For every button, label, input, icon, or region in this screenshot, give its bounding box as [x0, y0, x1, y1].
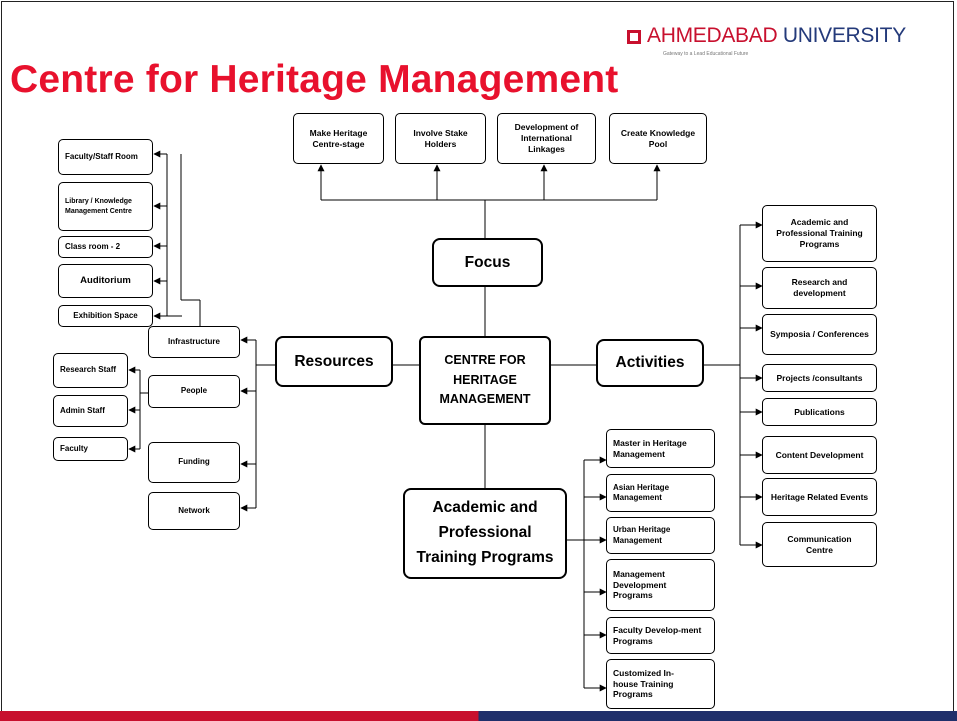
activity-4: Projects /consultants	[762, 364, 877, 392]
program-2: Asian Heritage Management	[606, 474, 715, 512]
logo-text: AHMEDABAD UNIVERSITY	[647, 24, 906, 48]
resource-network: Network	[148, 492, 240, 530]
program-4-label: Management Development Programs	[613, 568, 667, 601]
program-5: Faculty Develop-ment Programs	[606, 617, 715, 654]
focus-item-3-label: Development of International Linkages	[514, 122, 579, 154]
program-1: Master in Heritage Management	[606, 429, 715, 468]
activity-5-label: Publications	[794, 406, 845, 417]
infra-exhibition-space: Exhibition Space	[58, 305, 153, 327]
infra-item-1-label: Faculty/Staff Room	[65, 151, 138, 161]
people-item-3-label: Faculty	[60, 443, 89, 453]
infra-item-3-label: Class room - 2	[65, 241, 121, 251]
program-3: Urban Heritage Management	[606, 517, 715, 554]
infra-item-5-label: Exhibition Space	[73, 310, 138, 320]
infra-faculty-staff-room: Faculty/Staff Room	[58, 139, 153, 175]
program-6-label: Customized In-house Training Programs	[613, 667, 674, 700]
infra-library: Library / Knowledge Management Centre	[58, 182, 153, 231]
logo-word-2: UNIVERSITY	[782, 24, 906, 47]
focus-item-4-label: Create Knowledge Pool	[620, 127, 696, 149]
program-4: Management Development Programs	[606, 559, 715, 611]
focus-item-1: Make Heritage Centre-stage	[293, 113, 384, 164]
activity-7: Heritage Related Events	[762, 478, 877, 516]
infra-item-2-label: Library / Knowledge Management Centre	[65, 198, 132, 215]
resource-infrastructure: Infrastructure	[148, 326, 240, 358]
people-admin-staff: Admin Staff	[53, 395, 128, 427]
resource-network-label: Network	[178, 505, 210, 515]
activity-3: Symposia / Conferences	[762, 314, 877, 355]
activity-4-label: Projects /consultants	[776, 372, 863, 383]
resource-infrastructure-label: Infrastructure	[167, 336, 220, 346]
activity-6: Content Development	[762, 436, 877, 474]
center-node: CENTRE FOR HERITAGE MANAGEMENT	[419, 336, 551, 425]
activity-2-label: Research and development	[791, 277, 848, 298]
activity-1: Academic and Professional Training Progr…	[762, 205, 877, 262]
university-logo: AHMEDABAD UNIVERSITY Gateway to a Lead E…	[627, 20, 947, 60]
activity-8-label: Communication Centre	[787, 533, 852, 555]
people-item-1-label: Research Staff	[60, 365, 117, 375]
activity-6-label: Content Development	[775, 449, 864, 460]
resource-funding: Funding	[148, 442, 240, 483]
resources-node-label: Resources	[294, 352, 374, 370]
activity-1-label: Academic and Professional Training Progr…	[776, 217, 863, 249]
program-3-label: Urban Heritage Management	[613, 525, 671, 545]
focus-node-label: Focus	[464, 253, 511, 271]
infra-item-4-label: Auditorium	[80, 274, 131, 286]
people-research-staff: Research Staff	[53, 353, 128, 388]
focus-node: Focus	[432, 238, 543, 287]
resource-people: People	[148, 375, 240, 408]
resources-node: Resources	[275, 336, 393, 387]
focus-item-4: Create Knowledge Pool	[609, 113, 707, 164]
program-2-label: Asian Heritage Management	[613, 482, 670, 502]
activities-node-label: Activities	[615, 354, 685, 372]
resource-people-label: People	[180, 386, 208, 396]
focus-item-2: Involve Stake Holders	[395, 113, 486, 164]
activities-node: Activities	[596, 339, 704, 387]
activity-8: Communication Centre	[762, 522, 877, 567]
resource-funding-label: Funding	[178, 457, 210, 467]
infra-classroom: Class room - 2	[58, 236, 153, 258]
focus-item-1-label: Make Heritage Centre-stage	[309, 127, 368, 149]
logo-word-1: AHMEDABAD	[647, 24, 778, 47]
program-1-label: Master in Heritage Management	[613, 437, 687, 459]
activity-3-label: Symposia / Conferences	[770, 329, 869, 340]
programs-node-label: Academic and Professional Training Progr…	[416, 499, 554, 566]
program-5-label: Faculty Develop-ment Programs	[613, 624, 702, 646]
center-node-label: CENTRE FOR HERITAGE MANAGEMENT	[439, 353, 531, 407]
focus-item-2-label: Involve Stake Holders	[413, 127, 468, 149]
activity-2: Research and development	[762, 267, 877, 309]
focus-item-3: Development of International Linkages	[497, 113, 596, 164]
people-faculty: Faculty	[53, 437, 128, 461]
logo-mark-icon	[627, 30, 641, 44]
footer-bar	[0, 711, 957, 721]
programs-node: Academic and Professional Training Progr…	[403, 488, 567, 579]
program-6: Customized In-house Training Programs	[606, 659, 715, 709]
activity-5: Publications	[762, 398, 877, 426]
logo-tagline: Gateway to a Lead Educational Future	[663, 51, 749, 57]
activity-7-label: Heritage Related Events	[770, 491, 869, 502]
infra-auditorium: Auditorium	[58, 264, 153, 298]
slide-title: Centre for Heritage Management	[10, 58, 619, 101]
people-item-2-label: Admin Staff	[60, 405, 105, 415]
